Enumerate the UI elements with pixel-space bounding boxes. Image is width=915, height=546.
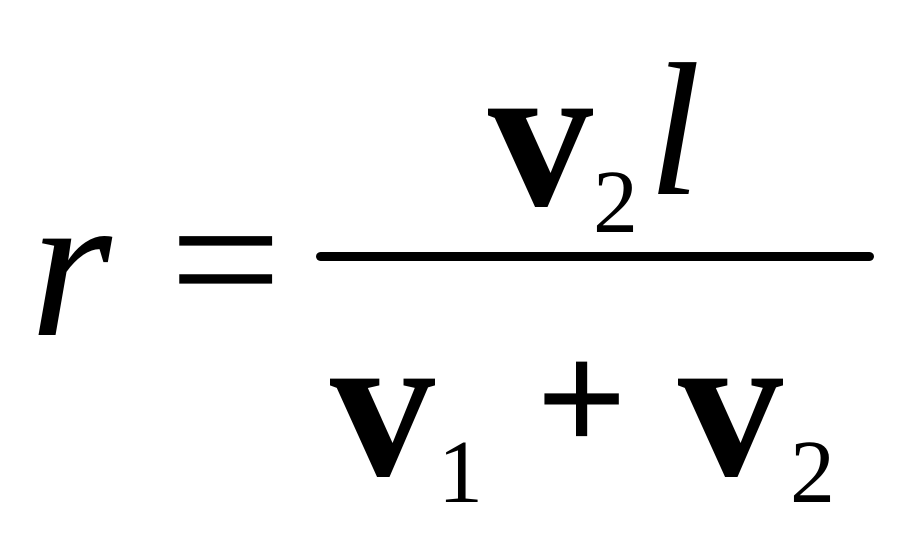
denominator-subscript-1: 1 [438,423,483,522]
denominator-velocity-1: v [330,289,435,521]
denominator-velocity-2: v [678,289,783,521]
denominator-subscript-2: 2 [790,423,835,522]
fraction-bar [316,252,874,261]
numerator-velocity: v [488,19,593,251]
equals-sign: = [169,155,282,365]
numerator-length-l: l [648,26,701,236]
variable-r: r [30,149,112,381]
numerator-subscript-2: 2 [593,153,638,252]
plus-sign: + [536,309,628,487]
